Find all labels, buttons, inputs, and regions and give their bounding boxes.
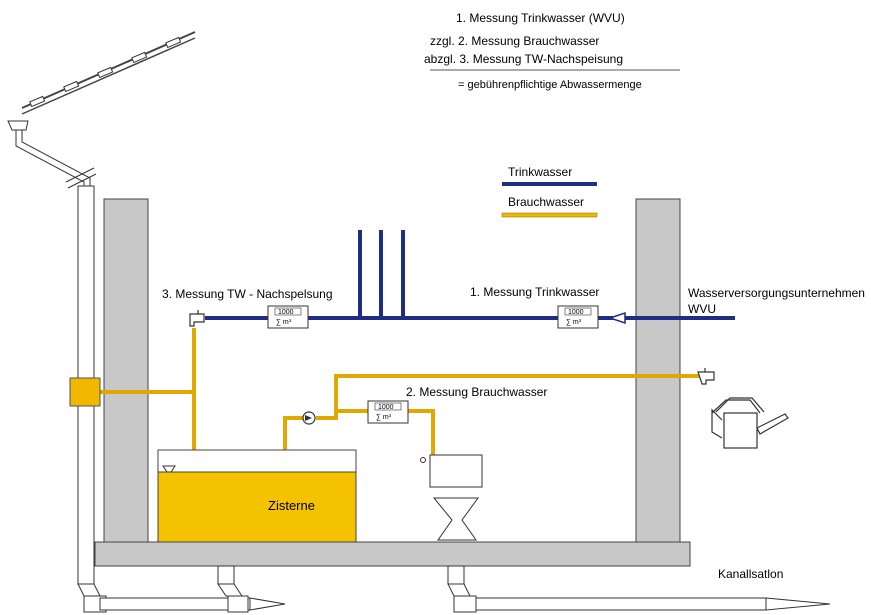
wvu-label-line2: WVU xyxy=(688,302,716,316)
formula-line-3: abzgl. 3. Messung TW-Nachspeisung xyxy=(424,52,623,66)
meter-reading: 1000 xyxy=(568,309,584,316)
drain-pipes xyxy=(217,565,831,613)
zisterne-label: Zisterne xyxy=(268,498,315,513)
meter-brauchwasser: 1000 ∑ m³ xyxy=(367,400,409,424)
messung-3-label: 3. Messung TW - Nachspelsung xyxy=(162,287,333,301)
meter-nachspeisung: 1000 ∑ m³ xyxy=(267,305,309,329)
faucet-icon xyxy=(189,310,205,327)
floor-slab xyxy=(94,541,691,567)
overflow-box xyxy=(69,377,101,407)
roof xyxy=(21,31,196,115)
wvu-label-line1: Wasserversorgungsunternehmen xyxy=(688,286,865,300)
meter-trinkwasser: 1000 ∑ m³ xyxy=(557,305,599,329)
toilet-icon xyxy=(420,454,483,541)
messung-2-label: 2. Messung Brauchwasser xyxy=(406,385,547,399)
check-valve xyxy=(607,311,626,325)
meter-unit: ∑ m³ xyxy=(376,414,392,421)
meter-reading: 1000 xyxy=(278,309,294,316)
formula-line-2: zzgl. 2. Messung Brauchwasser xyxy=(430,34,599,48)
messung-1-label: 1. Messung Trinkwasser xyxy=(470,285,599,299)
legend-brauchwasser-swatch xyxy=(501,212,598,218)
right-wall xyxy=(635,198,681,545)
meter-unit: ∑ m³ xyxy=(276,319,292,326)
legend-brauchwasser-label: Brauchwasser xyxy=(508,195,584,209)
inlet-filter xyxy=(162,465,176,473)
kanal-label: Kanallsatlon xyxy=(718,567,783,581)
left-wall xyxy=(103,198,149,545)
meter-reading: 1000 xyxy=(378,404,394,411)
legend-trinkwasser-label: Trinkwasser xyxy=(508,165,572,179)
watering-can-icon xyxy=(711,397,789,449)
zisterne-tank xyxy=(157,449,357,543)
legend-trinkwasser-swatch xyxy=(502,182,597,186)
formula-result: = gebührenpflichtige Abwassermenge xyxy=(458,79,642,91)
right-faucet-icon xyxy=(697,368,715,385)
meter-unit: ∑ m³ xyxy=(566,319,582,326)
formula-line-1: 1. Messung Trinkwasser (WVU) xyxy=(456,11,625,25)
pump-arrow-icon xyxy=(305,415,312,421)
